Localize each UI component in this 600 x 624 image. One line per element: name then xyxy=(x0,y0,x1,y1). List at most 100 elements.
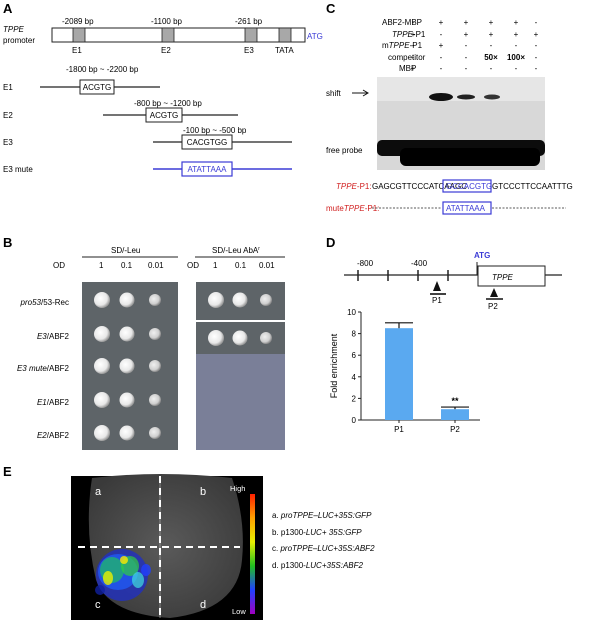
atg-label-a: ATG xyxy=(307,32,323,41)
panel-label-b: B xyxy=(3,235,12,250)
mute-motif: ATATTAAA xyxy=(446,204,486,213)
fragment-e3-motif-box xyxy=(181,134,233,150)
emsa-sign-r2-l5: - xyxy=(535,41,538,50)
promoter-gene-name: TPPE xyxy=(3,25,25,34)
emsa-sign-r1-l5: + xyxy=(534,30,539,39)
colony-sd-r4-c1 xyxy=(119,425,135,441)
shift-label: shift xyxy=(326,89,341,98)
colony-aba-r0-c0 xyxy=(208,292,224,308)
x-tick-label-P1: P1 xyxy=(394,425,404,434)
fragment-e1-motif: ACGTG xyxy=(83,83,111,92)
chip-p2-arrow-icon xyxy=(490,288,498,297)
emsa-sign-r4-l2: - xyxy=(465,64,468,73)
distance-e2: -1100 bp xyxy=(151,17,183,26)
colony-sd-r0-c2 xyxy=(149,294,161,306)
y-tick-label: 0 xyxy=(352,416,357,425)
colony-sd-r1-c1 xyxy=(119,326,135,342)
fragment-e1-motif-box xyxy=(79,79,115,95)
emsa-sign-r0-l5: - xyxy=(535,18,538,27)
shift-band-lane5 xyxy=(484,94,500,100)
strain-row-1: pro53/53-Rec xyxy=(20,298,69,307)
panel-b-y1h: SD/-Leu SD/-Leu AbAr OD OD 1 0.1 0.01 1 … xyxy=(17,246,285,450)
emsa-sign-r2-l0: - xyxy=(412,41,415,50)
emsa-sign-r3-l5: - xyxy=(535,53,538,62)
emsa-row-label-3: competitor xyxy=(388,53,426,62)
dilution-1-a: 1 xyxy=(99,261,104,270)
emsa-sign-r2-l1: + xyxy=(439,41,444,50)
fragment-e1-name: E1 xyxy=(3,83,13,92)
colony-aba-r1-c0 xyxy=(208,330,224,346)
colony-grid xyxy=(94,292,272,441)
strain-row-4: E1/ABF2 xyxy=(37,398,70,407)
y-tick-label: 2 xyxy=(352,394,357,403)
fragment-e3mute-motif: ATATTAAA xyxy=(188,165,228,174)
strain-row-3: E3 mute/ABF2 xyxy=(17,364,70,373)
seq-right: GTCCCTTCCAATTTG xyxy=(492,182,573,191)
bar-P1 xyxy=(385,328,413,420)
colony-aba-r0-c2 xyxy=(260,294,272,306)
y-tick-label: 8 xyxy=(352,330,357,339)
seq-label: TPPE-P1: xyxy=(336,182,372,191)
strain-row-5: E2/ABF2 xyxy=(37,431,70,440)
emsa-row-label-0: ABF2-MBP xyxy=(382,18,422,27)
seq-left: GAGCGTTCCCATCAAGC xyxy=(372,182,467,191)
emsa-sign-r2-l2: - xyxy=(465,41,468,50)
colony-sd-r0-c0 xyxy=(94,292,110,308)
colony-aba-r1-c2 xyxy=(260,332,272,344)
legend-b: b. p1300-LUC+ 35S:GFP xyxy=(272,528,362,537)
panel-a-promoter-diagram: TPPE promoter -2089 bp -1100 bp -261 bp … xyxy=(3,17,323,177)
panel-label-c: C xyxy=(326,1,336,16)
fragment-e3-motif: CACGTGG xyxy=(187,138,227,147)
quadrant-label-c: c xyxy=(95,599,101,611)
promoter-box xyxy=(51,27,306,43)
strain-row-2: E3/ABF2 xyxy=(37,332,70,341)
element-label-tata: TATA xyxy=(275,46,294,55)
seq-motif: GCCACGTG xyxy=(446,182,492,191)
fragment-e3-name: E3 xyxy=(3,138,13,147)
element-e3-box xyxy=(244,27,258,43)
emsa-sign-r1-l3: + xyxy=(489,30,494,39)
quadrant-label-b: b xyxy=(200,486,206,498)
seq-box xyxy=(442,179,492,193)
panel-e-luc-imaging: a b c d High Low a. proTPPE–LUC+35S:GFP … xyxy=(71,474,375,620)
emsa-sign-r0-l1: + xyxy=(439,18,444,27)
emsa-row-label-4: MBP xyxy=(399,64,416,73)
y-tick-label: 10 xyxy=(347,308,356,317)
colony-sd-r4-c2 xyxy=(149,427,161,439)
fragment-e2-motif: ACGTG xyxy=(150,111,178,120)
fragment-e2-name: E2 xyxy=(3,111,13,120)
colony-sd-r3-c0 xyxy=(94,392,110,408)
element-label-e1: E1 xyxy=(72,46,82,55)
dilution-3-b: 0.01 xyxy=(259,261,275,270)
fragment-e2-motif-box xyxy=(145,107,183,123)
chip-p2-label: P2 xyxy=(488,302,498,311)
quadrant-label-a: a xyxy=(95,486,102,498)
colony-sd-r0-c1 xyxy=(119,292,135,308)
promoter-word: promoter xyxy=(3,36,35,45)
emsa-sign-r3-l0: - xyxy=(412,53,415,62)
colony-sd-r1-c0 xyxy=(94,326,110,342)
colony-sd-r2-c1 xyxy=(119,358,135,374)
emsa-sign-r0-l4: + xyxy=(514,18,519,27)
emsa-sign-r3-l2: - xyxy=(465,53,468,62)
fragment-e3-range: -100 bp ~ -500 bp xyxy=(183,126,247,135)
emsa-sign-r0-l3: + xyxy=(489,18,494,27)
tata-box xyxy=(278,27,292,43)
emsa-sign-r4-l5: - xyxy=(535,64,538,73)
emsa-sign-r4-l3: - xyxy=(490,64,493,73)
dilution-1-b: 1 xyxy=(213,261,218,270)
emsa-sign-r4-l4: - xyxy=(515,64,518,73)
colony-sd-r3-c1 xyxy=(119,392,135,408)
emsa-row-label-2: mTPPE-P1 xyxy=(382,41,423,50)
intensity-scale-bar xyxy=(250,494,255,614)
colony-sd-r2-c0 xyxy=(94,358,110,374)
fragment-e3mute-name: E3 mute xyxy=(3,165,33,174)
fragment-e3mute-motif-box xyxy=(181,161,233,177)
y-tick-label: 4 xyxy=(352,373,357,382)
chip-tick-label-400: -400 xyxy=(411,259,428,268)
y-axis-label: Fold enrichment xyxy=(329,333,339,398)
panel-c-emsa: ABF2-MBP TPPE-P1 mTPPE-P1 competitor MBP… xyxy=(326,18,573,215)
distance-e3: -261 bp xyxy=(235,17,263,26)
fragment-e1-range: -1800 bp ~ -2200 bp xyxy=(66,65,139,74)
